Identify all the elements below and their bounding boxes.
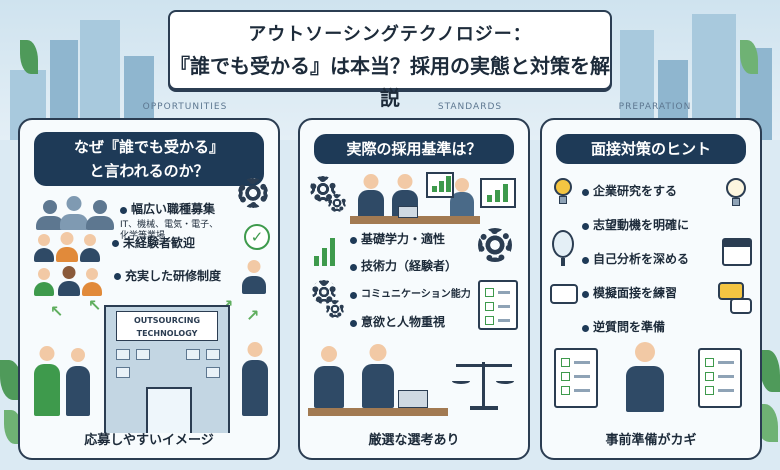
item-mock-interview: 模擬面接を練習: [593, 286, 678, 300]
gear-icon: [312, 280, 336, 304]
leaf-decoration: [0, 360, 22, 400]
person-icon: [82, 268, 102, 296]
person-icon: [56, 232, 78, 262]
person-icon: [242, 342, 268, 416]
item-basic-ability: 基礎学力・適性: [361, 232, 446, 246]
leaf-decoration: [4, 410, 22, 444]
presenter-icon: [242, 260, 266, 294]
panel-left-heading: なぜ『誰でも受かる』 と言われるのか？: [34, 132, 264, 186]
bullet: [582, 223, 589, 230]
item-company-research: 企業研究をする: [593, 184, 678, 198]
interviewer-icon: [450, 178, 474, 218]
bullet: [350, 264, 357, 271]
bullet: [120, 207, 127, 214]
leaf-decoration: [20, 40, 38, 74]
panel-left-title-line2: と言われるのか？: [89, 162, 209, 180]
item-reverse-questions: 逆質問を準備: [593, 320, 666, 334]
leaf-decoration: [760, 350, 780, 392]
bullet: [112, 240, 119, 247]
bullet: [582, 325, 589, 332]
speech-bubble-icon: [550, 284, 578, 304]
banner-title-line2: 『誰でも受かる』は本当？採用の実態と対策を解説: [170, 54, 610, 110]
chart-icon: [426, 172, 454, 198]
interviewer-icon: [358, 174, 384, 218]
item-technical-skill: 技術力（経験者）: [361, 259, 458, 273]
clipboard-icon: [554, 348, 598, 408]
title-banner: アウトソーシングテクノロジー： 『誰でも受かる』は本当？採用の実態と対策を解説: [168, 10, 612, 110]
panel-right-footer: 事前準備がカギ: [605, 433, 697, 448]
ribbon-standards: STANDARDS: [437, 102, 503, 112]
cheering-person-icon: [34, 346, 60, 416]
desk: [350, 216, 480, 224]
item-fields-line2: 化学等業場: [120, 231, 166, 241]
bullet: [350, 320, 357, 327]
arrow-icon: ↖: [50, 302, 64, 321]
gear-icon: [326, 300, 344, 318]
lightbulb-icon: [724, 176, 748, 208]
person-icon: [34, 268, 54, 296]
desk: [308, 408, 448, 416]
item-fields-line1: IT、機械、電気・電子、: [120, 220, 219, 230]
banner-title-line1: アウトソーシングテクノロジー：: [248, 24, 532, 45]
calendar-icon: [722, 238, 752, 266]
panel-interview-tips: 面接対策のヒント 企業研究をする 志望動機を明確に 自己分析を深める 模擬面接を…: [540, 118, 762, 460]
arrow-icon: ↖: [88, 296, 102, 315]
gear-icon: [478, 228, 512, 262]
item-inexperienced-welcome: 未経験者歓迎: [123, 236, 196, 250]
laptop-icon: [398, 206, 418, 218]
candidate-person-icon: [626, 342, 664, 412]
gear-icon: [310, 176, 336, 202]
mirror-icon: [552, 230, 576, 270]
check-icon: ✓: [244, 224, 270, 250]
building-door: [146, 387, 192, 433]
panel-middle-heading: 実際の採用基準は？: [314, 134, 514, 164]
lightbulb-icon: [552, 178, 574, 206]
crowd-icon: [60, 196, 88, 230]
crowd-icon: [36, 200, 64, 230]
chart-icon: [480, 178, 516, 208]
interviewer-icon: [314, 346, 344, 408]
building-sign: OUTSOURCING TECHNOLOGY: [116, 311, 218, 341]
company-building: OUTSOURCING TECHNOLOGY: [104, 305, 230, 433]
gear-icon: [328, 194, 346, 212]
ribbon-opportunities: OPPORTUNITIES: [142, 102, 228, 112]
bullet: [350, 237, 357, 244]
bullet: [582, 189, 589, 196]
panel-why-easy: なぜ『誰でも受かる』 と言われるのか？ 幅広い職種募集 IT、機械、電気・電子、…: [18, 118, 280, 460]
bullet: [582, 291, 589, 298]
leaf-decoration: [740, 40, 758, 74]
gear-icon: [238, 178, 268, 208]
building-sign-line1: OUTSOURCING: [133, 316, 201, 325]
ribbon-preparation: PREPARATION: [618, 102, 692, 112]
item-communication: コミュニケーション能力: [361, 289, 471, 300]
item-training-system: 充実した研修制度: [125, 269, 222, 283]
speech-bubble-icon: [730, 298, 752, 314]
clipboard-icon: [478, 280, 518, 330]
cheering-person-icon: [66, 348, 90, 416]
panel-left-title-line1: なぜ『誰でも受かる』: [73, 138, 224, 156]
panel-hiring-criteria: 実際の採用基準は？ 基礎学力・適性 技術力（経験者） コミュニケーション能力 意…: [298, 118, 530, 460]
bullet: [114, 273, 121, 280]
bullet: [350, 292, 357, 299]
person-icon: [34, 234, 54, 262]
bullet: [582, 257, 589, 264]
person-icon: [80, 234, 100, 262]
arrow-icon: ↗: [246, 306, 260, 325]
item-clear-motivation: 志望動機を明確に: [593, 218, 690, 232]
scales-icon: [450, 356, 516, 412]
interviewer-icon: [362, 344, 394, 408]
item-motivation: 意欲と人物重視: [361, 315, 446, 329]
crowd-icon: [86, 200, 114, 230]
laptop-icon: [398, 390, 428, 408]
chart-icon: [312, 230, 342, 270]
panel-left-footer: 応募しやすいイメージ: [84, 433, 214, 448]
item-self-analysis: 自己分析を深める: [593, 252, 690, 266]
clipboard-icon: [698, 348, 742, 408]
building-sign-line2: TECHNOLOGY: [136, 329, 198, 338]
person-icon: [58, 266, 80, 296]
panel-right-heading: 面接対策のヒント: [556, 134, 746, 164]
panel-middle-footer: 厳選な選考あり: [368, 433, 460, 448]
item-wide-recruitment: 幅広い職種募集: [131, 202, 216, 216]
